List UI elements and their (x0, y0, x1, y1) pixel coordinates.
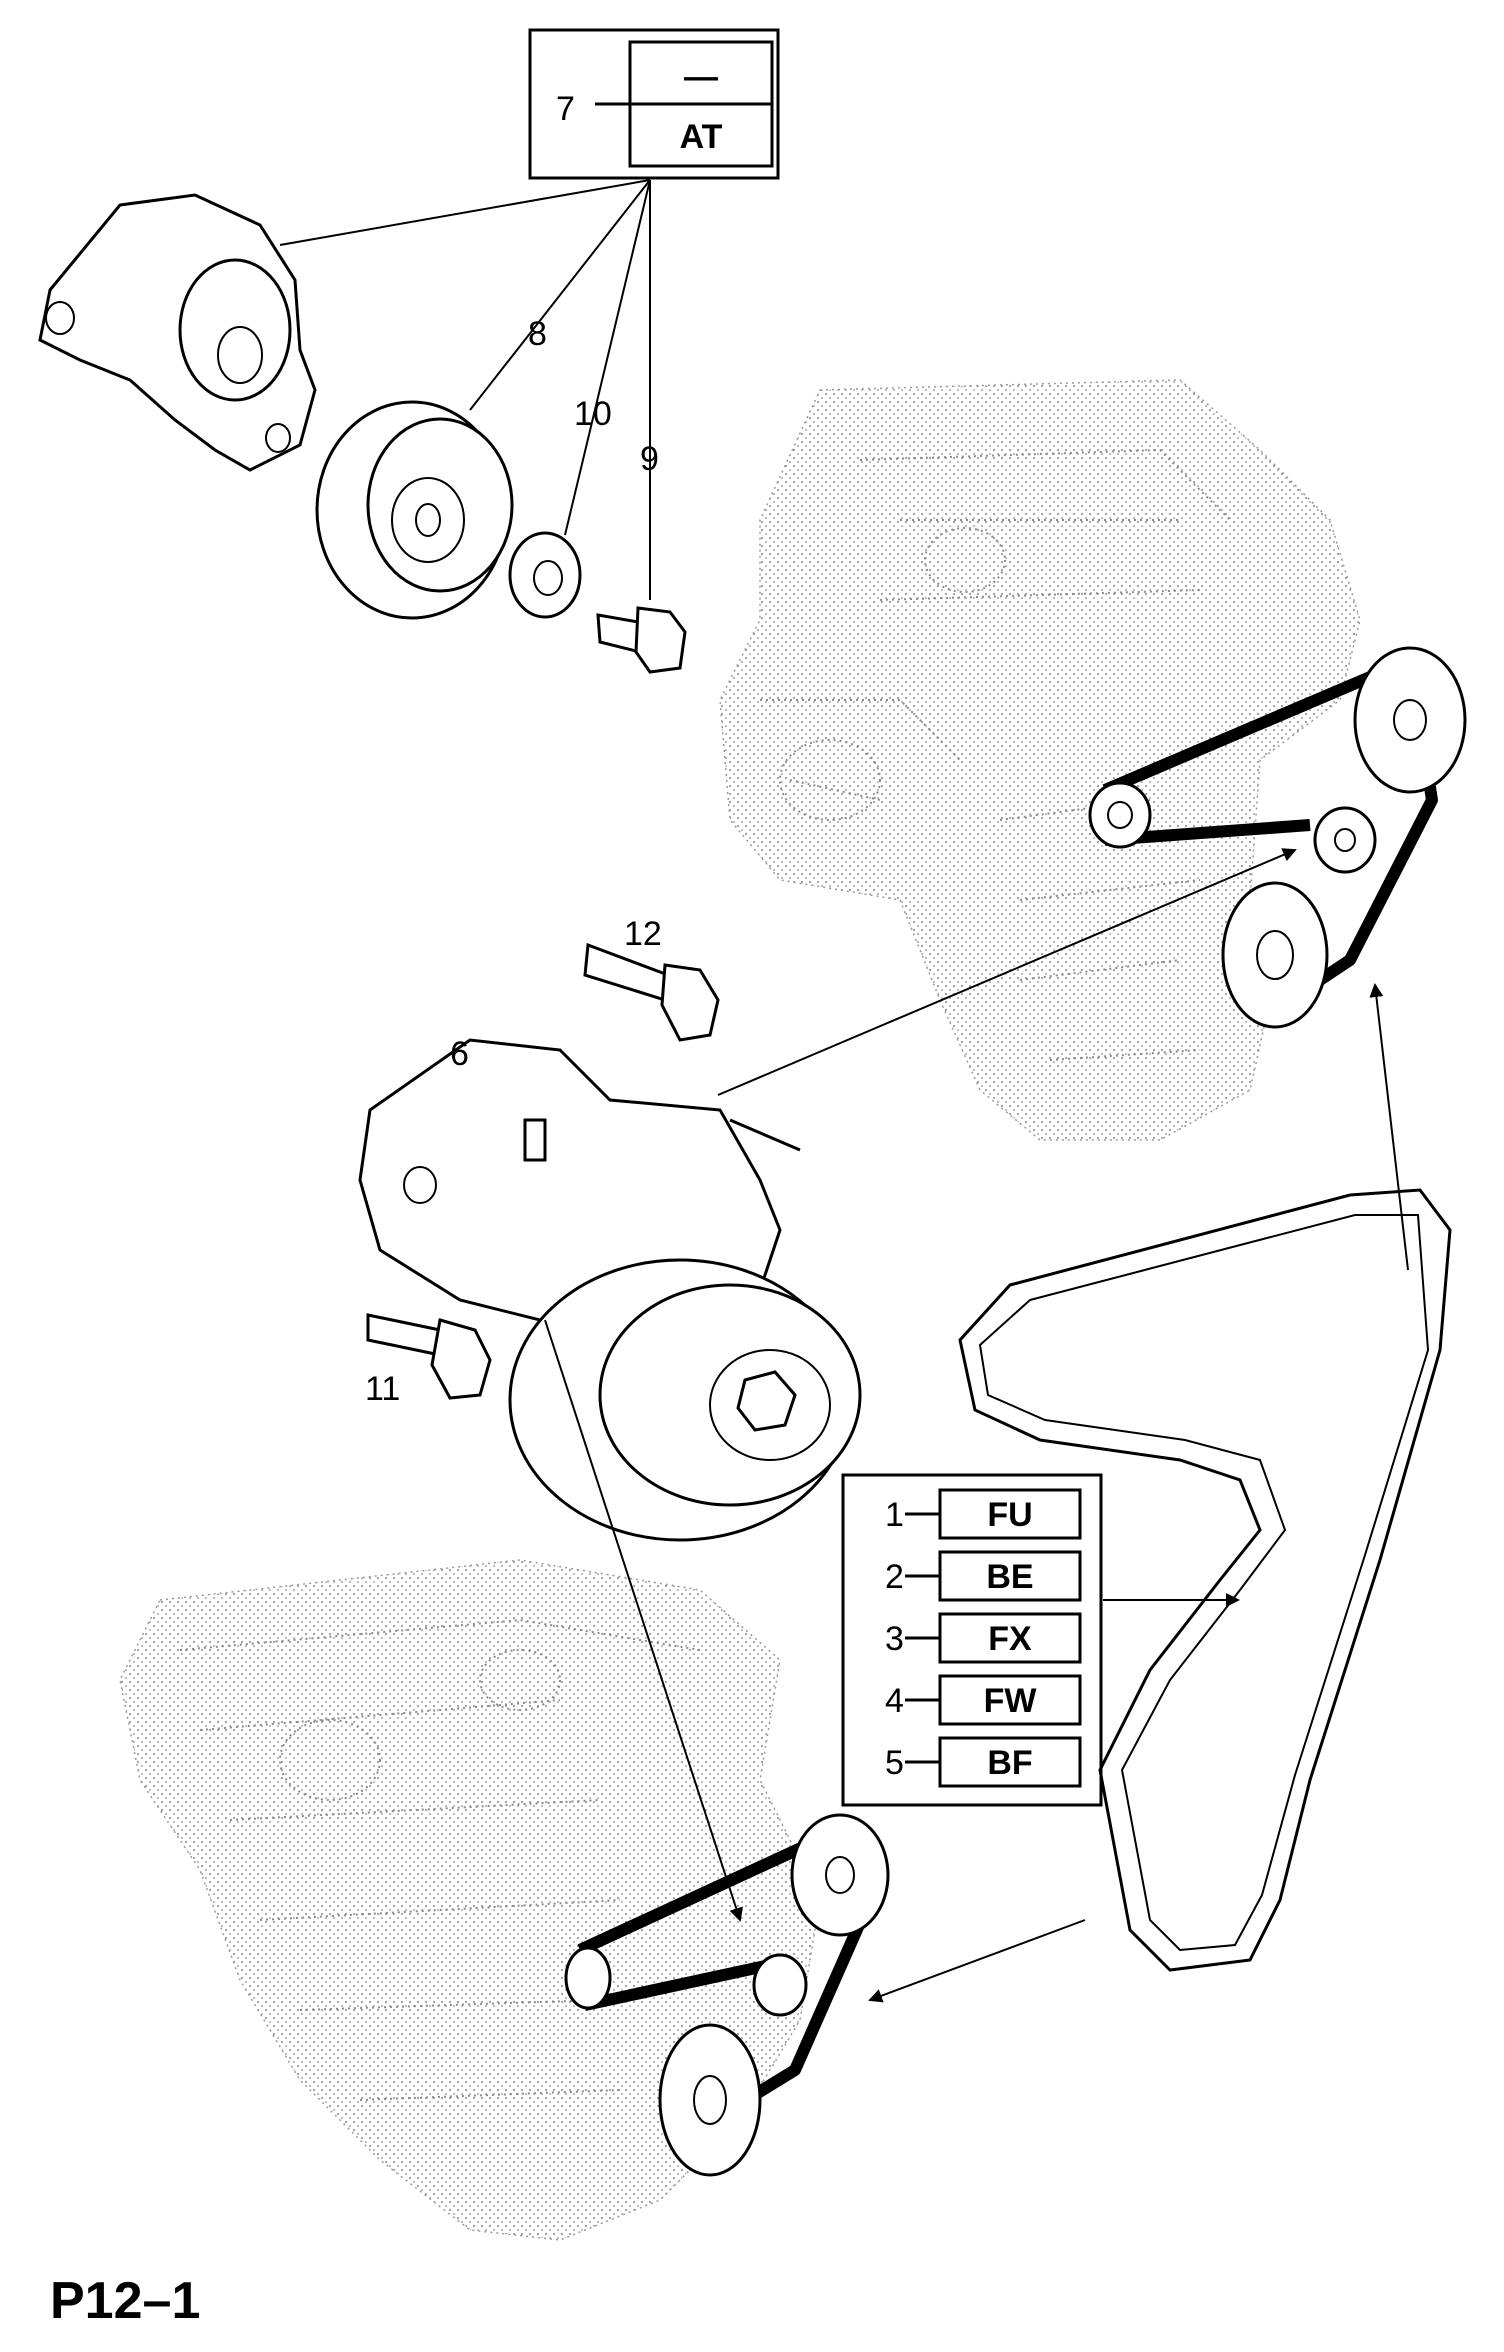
code-row-num: 4 (885, 1682, 904, 1720)
code-row-4: 4 FW (885, 1674, 1082, 1726)
leader-lines-7 (279, 179, 651, 600)
code-row-num: 2 (885, 1558, 904, 1596)
alternator-pulley-lower (790, 1813, 890, 1937)
callout-6: 6 (450, 1035, 469, 1073)
crank-pulley-lower (658, 2023, 762, 2177)
option-box-7-top: — (684, 58, 718, 96)
part-9-bolt: 9 (596, 440, 687, 674)
tensioner-pulley-upper (1313, 806, 1377, 874)
callout-10: 10 (574, 395, 612, 433)
code-row-code: FW (984, 1682, 1038, 1720)
belt-layout-upper (1088, 646, 1467, 1029)
callout-8: 8 (528, 315, 547, 353)
callout-9: 9 (640, 440, 659, 478)
code-row-code: FU (987, 1496, 1032, 1534)
part-12-bolt: 12 (583, 915, 720, 1042)
code-row-code: BE (986, 1558, 1033, 1596)
code-table: 1 FU 2 BE 3 FX 4 FW 5 BF (841, 1473, 1103, 1807)
code-row-1: 1 FU (885, 1488, 1082, 1540)
part-6-tensioner: 6 (358, 1035, 862, 1542)
engine-upper-ghost (719, 379, 1361, 1141)
option-box-7-bottom: AT (680, 118, 723, 156)
callout-11: 11 (365, 1370, 400, 1408)
code-row-code: FX (988, 1620, 1032, 1658)
arrows (544, 848, 1409, 2003)
drive-belt (958, 1188, 1452, 1972)
alternator-pulley-upper (1353, 646, 1467, 794)
code-row-num: 3 (885, 1620, 904, 1658)
code-row-num: 1 (885, 1496, 904, 1534)
page-code: P12–1 (50, 2272, 200, 2330)
crank-pulley-upper (1221, 881, 1329, 1029)
code-row-num: 5 (885, 1744, 904, 1782)
part-10-washer: 10 (508, 395, 612, 619)
code-row-5: 5 BF (885, 1736, 1082, 1788)
part-8-pulley: 8 (315, 315, 547, 620)
tensioner-bracket-upper (38, 193, 317, 472)
code-row-code: BF (987, 1744, 1032, 1782)
belt-layout-lower (564, 1813, 890, 2177)
callout-7: 7 (556, 90, 575, 128)
callout-12: 12 (624, 915, 662, 953)
code-row-2: 2 BE (885, 1550, 1082, 1602)
engine-lower-ghost (119, 1559, 821, 2241)
part-11-bolt: 11 (365, 1313, 492, 1408)
code-row-3: 3 FX (885, 1612, 1082, 1664)
idler-pulley-upper-left (1088, 781, 1152, 849)
tensioner-pulley-lower (752, 1953, 808, 2017)
option-box-7: 7 — AT (528, 28, 780, 180)
idler-pulley-lower-left (564, 1946, 612, 2010)
